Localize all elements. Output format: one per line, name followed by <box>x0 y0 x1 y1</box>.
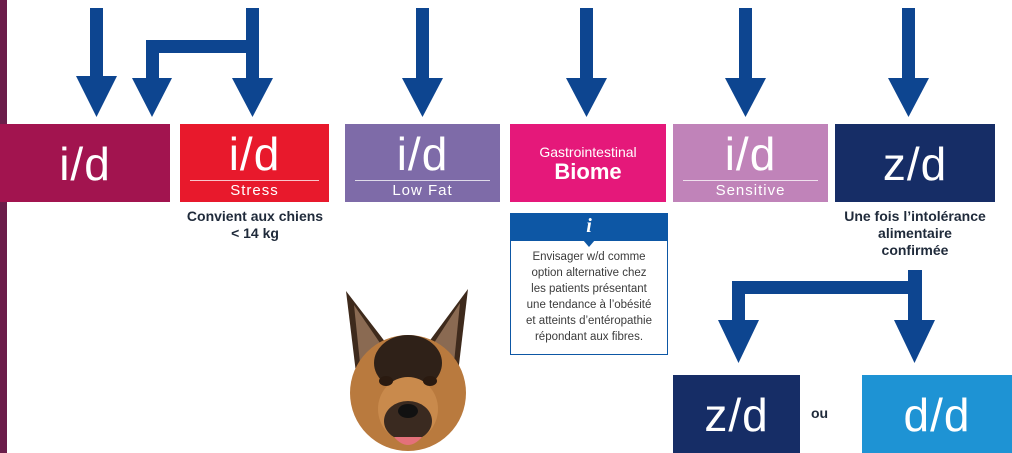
product-id: i/d <box>0 124 170 202</box>
product-label: i/d <box>0 138 170 190</box>
dog-photo <box>328 281 488 453</box>
arrow-down <box>76 8 117 117</box>
arrow-down <box>232 8 273 117</box>
info-text: Envisager w/d comme option alternative c… <box>515 249 663 345</box>
arrow-down <box>888 8 929 117</box>
product-line1: Gastrointestinal <box>510 144 666 160</box>
caption-zd: Une fois l’intolérance alimentaire confi… <box>820 208 1010 259</box>
arrow-down <box>402 8 443 117</box>
product-sub-label: Sensitive <box>673 182 828 200</box>
product-sub-label: Low Fat <box>345 182 500 200</box>
divider <box>190 180 319 181</box>
product-dd-bottom: d/d <box>862 375 1012 453</box>
caption-stress: Convient aux chiens < 14 kg <box>170 208 340 242</box>
info-box: i Envisager w/d comme option alternative… <box>510 213 668 355</box>
product-label: i/d <box>345 128 500 180</box>
product-id-stress: i/d Stress <box>180 124 329 202</box>
arrow-split-bracket <box>718 270 935 363</box>
product-label: z/d <box>835 138 995 190</box>
divider <box>683 180 818 181</box>
product-label: i/d <box>673 128 828 180</box>
product-zd: z/d <box>835 124 995 202</box>
product-sub-label: Stress <box>180 182 329 200</box>
or-label: ou <box>811 405 828 421</box>
product-zd-bottom: z/d <box>673 375 800 453</box>
divider <box>355 180 490 181</box>
info-notch <box>583 240 595 247</box>
info-icon: i <box>511 214 667 241</box>
product-label: z/d <box>673 389 800 441</box>
product-label: d/d <box>862 389 1012 441</box>
arrow-down <box>725 8 766 117</box>
product-line2: Biome <box>510 160 666 184</box>
product-id-lowfat: i/d Low Fat <box>345 124 500 202</box>
product-id-sensitive: i/d Sensitive <box>673 124 828 202</box>
product-gastrointestinal-biome: Gastrointestinal Biome <box>510 124 666 202</box>
arrow-down <box>566 8 607 117</box>
product-label: i/d <box>180 128 329 180</box>
